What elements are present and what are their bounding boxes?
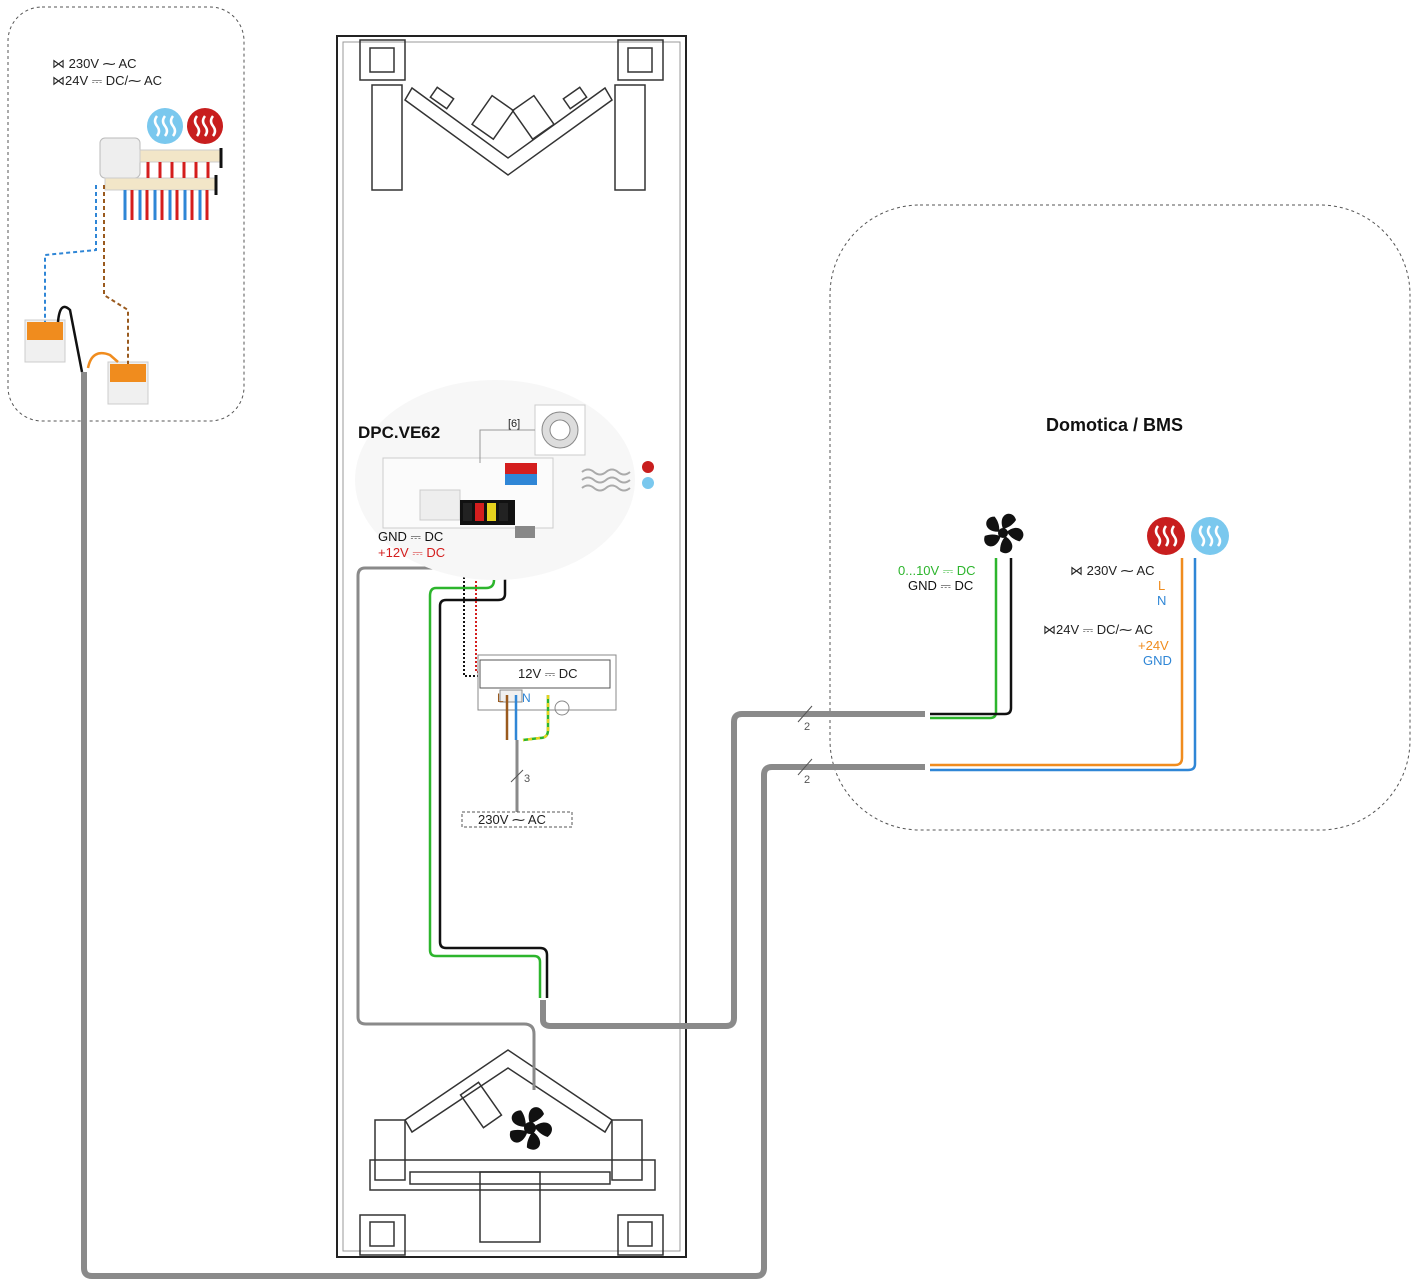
bms-24v-label: +24V <box>1138 638 1169 653</box>
cable2-tick <box>797 758 813 776</box>
cool-icon <box>147 108 183 144</box>
top-heat-exchanger <box>359 39 664 191</box>
cable1-tick <box>797 705 813 723</box>
black-wire <box>56 305 84 373</box>
fan-icon <box>984 513 1024 554</box>
green-signal-wire <box>428 525 542 998</box>
dip-switch-icon <box>479 404 586 463</box>
mains-cores-label: 3 <box>524 773 531 785</box>
heat-icon <box>1147 517 1185 555</box>
bms-n-label: N <box>1157 593 1167 608</box>
unit-title: DPC.VE62 <box>358 423 441 442</box>
mains-label: 230V ⁓ AC <box>478 812 546 827</box>
bms-zone-border <box>829 204 1411 831</box>
wago-connector-icon <box>24 319 149 405</box>
bms-title: Domotica / BMS <box>1046 415 1184 435</box>
fan-icon <box>509 1107 552 1150</box>
psu-label: 12V ⎓ DC <box>518 666 578 681</box>
mains-cable-tick <box>510 769 524 783</box>
heat-icon <box>187 108 223 144</box>
v12-dc-label: +12V ⎓ DC <box>378 545 446 560</box>
black-signal-wire <box>438 525 549 998</box>
bms-ac-label: ⋈ 230V ⁓ AC <box>1070 563 1155 578</box>
heat-icon <box>642 461 654 473</box>
mains-earth-wire-stripe <box>522 695 550 742</box>
main-cables <box>81 372 925 1279</box>
left-dc-label: ⋈24V ⎓ DC/⁓ AC <box>52 73 163 88</box>
bms-green-wire <box>930 558 998 720</box>
left-zone-border <box>7 6 245 422</box>
manifold-icon <box>99 137 223 220</box>
bms-blue-wire <box>930 558 1197 772</box>
psu-n-label: N <box>522 691 531 705</box>
bms-l-label: L <box>1158 578 1166 593</box>
fan-gnd-label: GND ⎓ DC <box>908 578 974 593</box>
bottom-heat-exchanger <box>359 1049 664 1256</box>
dip-label: [6] <box>508 418 521 430</box>
cable1-cores-label: 2 <box>804 721 811 733</box>
cable2-cores-label: 2 <box>804 774 811 786</box>
fan-voltage-label: 0...10V ⎓ DC <box>898 563 976 578</box>
bms-black-wire <box>930 558 1013 716</box>
gnd-dc-label: GND ⎓ DC <box>378 529 444 544</box>
mains-label-box <box>461 811 573 828</box>
orange-wire <box>86 351 119 369</box>
cool-icon <box>1191 517 1229 555</box>
blue-wire <box>44 185 97 322</box>
gnd-dc-wire <box>463 525 484 677</box>
water-icon <box>581 468 631 492</box>
left-ac-label: ⋈ 230V ⁓ AC <box>52 56 137 71</box>
bms-gnd-label: GND <box>1143 653 1172 668</box>
cool-icon <box>642 477 654 489</box>
unit-housing <box>336 35 687 1258</box>
psu-l-label: L <box>497 691 504 705</box>
bms-dc-label: ⋈24V ⎓ DC/⁓ AC <box>1043 622 1154 637</box>
bms-orange-wire <box>930 558 1184 767</box>
